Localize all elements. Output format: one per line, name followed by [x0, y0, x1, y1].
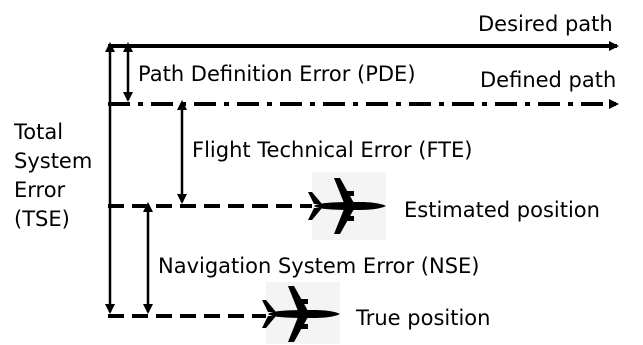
tse-label-line: (TSE)	[14, 207, 70, 231]
tse-label-line: Total	[14, 120, 64, 144]
airplane-icon	[262, 282, 340, 344]
desired-path-label: Desired path	[478, 12, 613, 36]
tse-label: Total System Error (TSE)	[14, 118, 92, 234]
estimated-position-label: Estimated position	[404, 198, 600, 222]
pde-label: Path Definition Error (PDE)	[138, 62, 416, 86]
tse-label-line: System	[14, 149, 93, 173]
airplane-icon	[308, 172, 386, 240]
nse-label: Navigation System Error (NSE)	[158, 254, 480, 278]
fte-label: Flight Technical Error (FTE)	[192, 138, 473, 162]
tse-label-line: Error	[14, 178, 66, 202]
true-position-label: True position	[356, 306, 491, 330]
defined-path-label: Defined path	[480, 68, 617, 92]
